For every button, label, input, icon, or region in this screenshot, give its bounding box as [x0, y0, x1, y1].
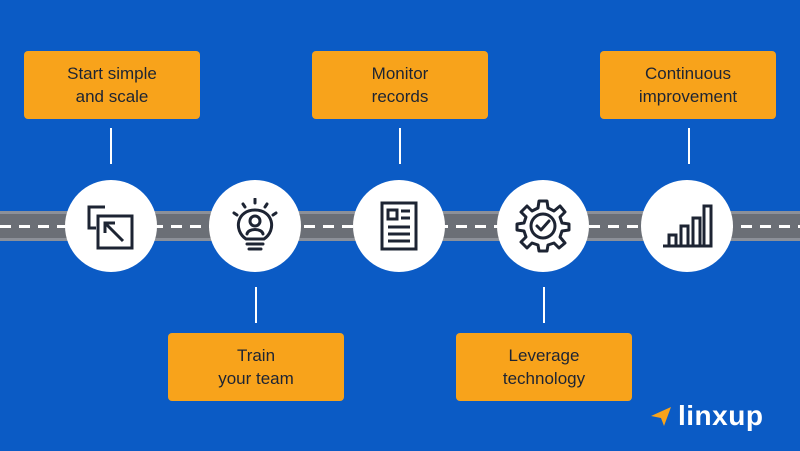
brand-name: linxup [678, 400, 764, 431]
resize-scale-icon [87, 205, 134, 250]
step-2-connector [255, 287, 257, 323]
step-5-node [641, 180, 733, 272]
document-records-icon [380, 201, 418, 251]
step-5-connector [688, 128, 690, 164]
gear-check-icon [515, 199, 571, 253]
linxup-logo: linxup [650, 400, 763, 432]
bar-chart-icon [663, 204, 713, 248]
step-4-connector [543, 287, 545, 323]
step-4-node [497, 180, 589, 272]
lightbulb-person-icon [232, 198, 278, 251]
step-1-connector [110, 128, 112, 164]
linxup-arrow-icon [651, 407, 671, 426]
step-3-node [353, 180, 445, 272]
step-3-connector [399, 128, 401, 164]
step-1-node [65, 180, 157, 272]
step-2-node [209, 180, 301, 272]
